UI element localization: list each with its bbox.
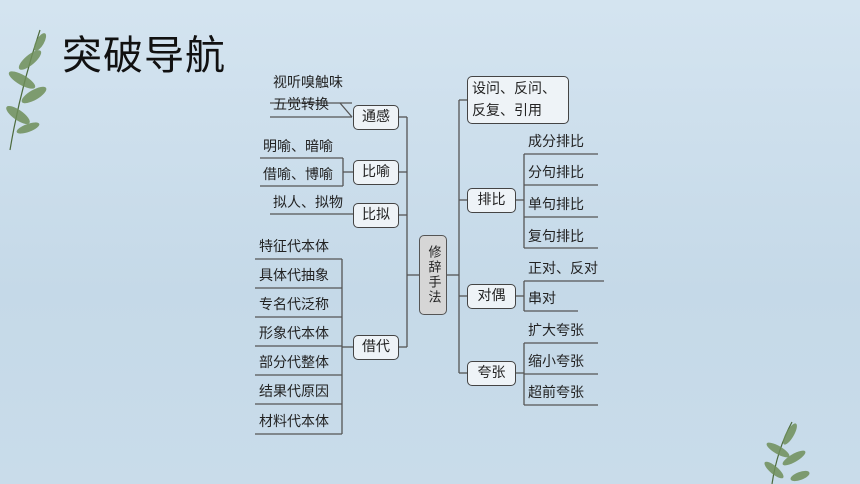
page-title: 突破导航 <box>62 33 226 79</box>
kuazhang-item-2: 缩小夸张 <box>528 354 584 370</box>
kuazhang-node: 夸张 <box>467 361 516 386</box>
duiou-item-2: 串对 <box>528 291 556 307</box>
nili-item-1: 拟人、拟物 <box>273 195 343 211</box>
leaf-decoration-top-left <box>6 29 47 151</box>
paibi-item-3: 单句排比 <box>528 197 584 213</box>
jiedai-item-1: 特征代本体 <box>259 239 329 255</box>
biyu-item-2: 借喻、博喻 <box>263 167 333 183</box>
shewen-line-1: 设问、反问、 <box>472 81 556 97</box>
jiedai-item-5: 部分代整体 <box>259 355 329 371</box>
shewen-node: 设问、反问、 反复、引用 <box>467 76 569 124</box>
duiou-item-1: 正对、反对 <box>528 261 598 277</box>
paibi-item-2: 分句排比 <box>528 165 584 181</box>
tonggan-node: 通感 <box>353 105 399 130</box>
biyu-item-1: 明喻、暗喻 <box>263 139 333 155</box>
tonggan-item-2: 五觉转换 <box>273 97 329 113</box>
paibi-item-1: 成分排比 <box>528 134 584 150</box>
jiedai-item-6: 结果代原因 <box>259 384 329 400</box>
jiedai-item-2: 具体代抽象 <box>259 268 329 284</box>
jiedai-item-3: 专名代泛称 <box>259 297 329 313</box>
leaf-decoration-bottom-right <box>764 421 810 484</box>
kuazhang-item-3: 超前夸张 <box>528 385 584 401</box>
kuazhang-item-1: 扩大夸张 <box>528 323 584 339</box>
shewen-line-2: 反复、引用 <box>472 103 542 119</box>
nili-node: 比拟 <box>353 203 399 228</box>
biyu-node: 比喻 <box>353 160 399 185</box>
jiedai-item-7: 材料代本体 <box>259 414 329 430</box>
jiedai-node: 借代 <box>353 335 399 360</box>
center-node: 修辞手法 <box>419 235 447 315</box>
jiedai-item-4: 形象代本体 <box>259 326 329 342</box>
tonggan-item-1: 视听嗅触味 <box>273 75 343 91</box>
paibi-item-4: 复句排比 <box>528 229 584 245</box>
paibi-node: 排比 <box>467 188 516 213</box>
duiou-node: 对偶 <box>467 284 516 309</box>
